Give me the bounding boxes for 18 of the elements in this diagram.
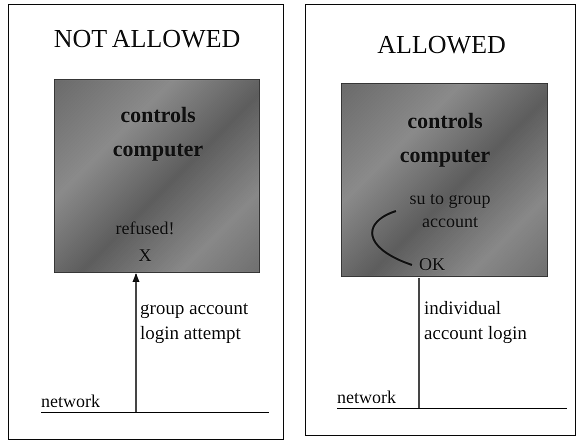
status-text: su to group account [408, 187, 492, 233]
computer-label: controls computer [398, 107, 492, 169]
status-mark: X [138, 245, 152, 267]
network-line [41, 393, 269, 413]
connector-line [418, 278, 420, 409]
panel-frame [305, 4, 576, 436]
panel-title: NOT ALLOWED [52, 23, 242, 54]
status-text: refused! [114, 218, 176, 240]
network-line [337, 389, 567, 409]
computer-box [341, 83, 548, 277]
network-label: network [337, 387, 397, 409]
panel-frame [8, 4, 284, 440]
status-text: OK [418, 254, 446, 276]
arrow [132, 273, 140, 413]
panel-title: ALLOWED [376, 29, 507, 60]
computer-box [54, 79, 260, 273]
computer-label: controls computer [112, 101, 204, 163]
network-label: network [41, 391, 101, 413]
